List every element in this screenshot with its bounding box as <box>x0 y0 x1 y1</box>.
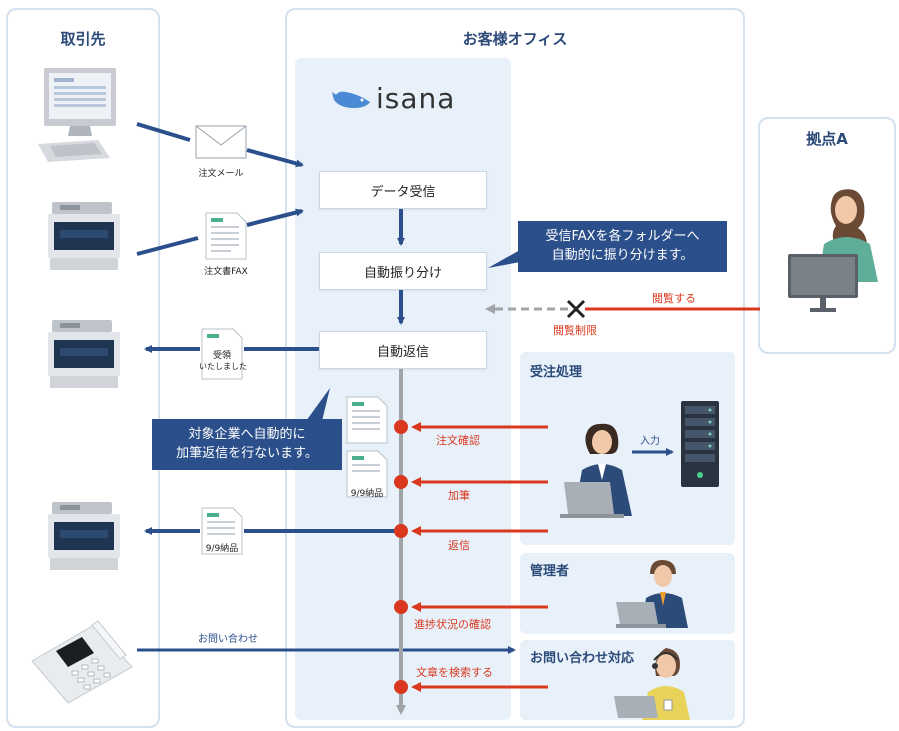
receipt-document-icon <box>201 328 243 380</box>
reply-callout: 対象企業へ自動的に 加筆返信を行ないます。 <box>152 419 342 470</box>
client-panel-title: 取引先 <box>60 30 106 48</box>
order-fax-label: 注文書FAX <box>204 267 248 277</box>
delivery-document-icon <box>201 507 243 555</box>
input-label: 入力 <box>640 436 660 447</box>
client-phone-icon <box>28 615 138 705</box>
sort-callout-line2: 自動的に振り分けます。 <box>551 248 694 263</box>
manager-icon <box>616 558 692 630</box>
branch-panel <box>758 117 896 354</box>
addition-label: 加筆 <box>448 489 470 502</box>
client-mfp-icon-1 <box>42 200 122 272</box>
view-label: 閲覧する <box>652 292 696 305</box>
server-icon <box>680 400 720 488</box>
reply-callout-line2: 加筆返信を行ないます。 <box>176 446 318 461</box>
inquiry-handling-title: お問い合わせ対応 <box>530 651 635 666</box>
client-mfp-icon-2 <box>42 318 122 390</box>
order-worker-icon <box>560 418 640 523</box>
order-check-label: 注文確認 <box>436 434 480 447</box>
isana-logo: isana <box>332 82 482 116</box>
doc-stack-icon-1 <box>346 396 388 444</box>
client-pc-icon <box>36 66 126 166</box>
progress-check-label: 進捗状況の確認 <box>414 618 491 631</box>
order-mail-label: 注文メール <box>198 169 244 179</box>
envelope-icon <box>195 125 247 161</box>
view-restrict-label: 閲覧制限 <box>553 324 597 337</box>
whale-icon <box>332 91 370 108</box>
support-agent-icon <box>614 644 694 720</box>
auto-reply-box: 自動返信 <box>319 331 487 369</box>
reply-label: 返信 <box>448 539 470 552</box>
delivery-label-2: 9/9納品 <box>205 544 239 554</box>
reply-callout-line1: 対象企業へ自動的に <box>188 427 306 442</box>
receipt-label-line2: いたしました <box>199 362 247 371</box>
doc-stack-icon-2 <box>346 450 388 498</box>
isana-logo-text: isana <box>376 82 456 115</box>
order-processing-title: 受注処理 <box>530 365 583 380</box>
delivery-label-1: 9/9納品 <box>350 489 384 499</box>
sort-callout-line1: 受信FAXを各フォルダーへ <box>545 229 700 244</box>
fax-document-icon <box>205 212 247 260</box>
auto-sort-box: 自動振り分け <box>319 252 487 290</box>
data-receive-box: データ受信 <box>319 171 487 209</box>
inquiry-label: お問い合わせ <box>198 634 258 645</box>
sort-callout: 受信FAXを各フォルダーへ 自動的に振り分けます。 <box>518 221 727 272</box>
manager-title: 管理者 <box>530 564 570 579</box>
branch-panel-title: 拠点A <box>806 130 848 148</box>
branch-worker-icon <box>788 182 888 317</box>
client-mfp-icon-3 <box>42 500 122 572</box>
receipt-label-line1: 受領 <box>212 351 231 361</box>
office-panel-title: お客様オフィス <box>462 30 568 48</box>
doc-search-label: 文章を検索する <box>416 666 493 679</box>
